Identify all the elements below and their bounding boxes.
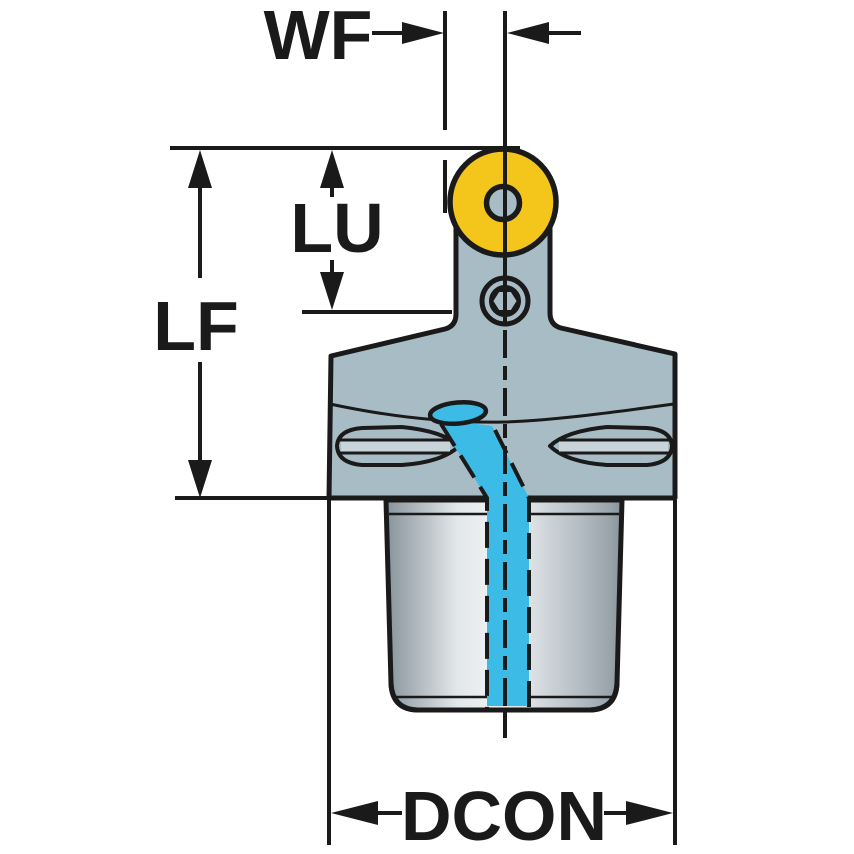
lf-label: LF <box>153 287 239 365</box>
coolant-inlet <box>427 400 489 426</box>
lu-arrowhead-up <box>320 150 344 188</box>
screw-hex-socket <box>489 288 521 314</box>
tool-head <box>326 205 678 501</box>
dimension-wf: WF <box>264 0 581 213</box>
dcon-label: DCON <box>401 777 607 854</box>
wf-label: WF <box>264 0 373 74</box>
lu-label: LU <box>290 189 383 267</box>
lf-arrowhead-up <box>188 150 212 188</box>
wf-arrowhead-left-pointing <box>507 22 549 44</box>
lu-arrowhead-down <box>320 272 344 310</box>
dcon-arrowhead-right <box>626 801 673 825</box>
clamp-slot-right-band <box>559 441 668 452</box>
head-neck-outline <box>326 205 678 501</box>
dimension-dcon: DCON <box>327 500 677 854</box>
head-face-curve <box>329 402 675 424</box>
clamp-slot-left-band <box>341 441 450 452</box>
dimension-lf: LF <box>153 146 520 500</box>
wf-arrowhead-right-pointing <box>402 22 444 44</box>
dcon-arrowhead-left <box>331 801 378 825</box>
shank-bottom-edge-overlay <box>388 682 620 713</box>
dimension-lu: LU <box>290 150 452 314</box>
lf-arrowhead-down <box>188 460 212 498</box>
coolant-hidden-edge-left <box>439 422 489 708</box>
clamp-slot-right <box>548 425 674 467</box>
